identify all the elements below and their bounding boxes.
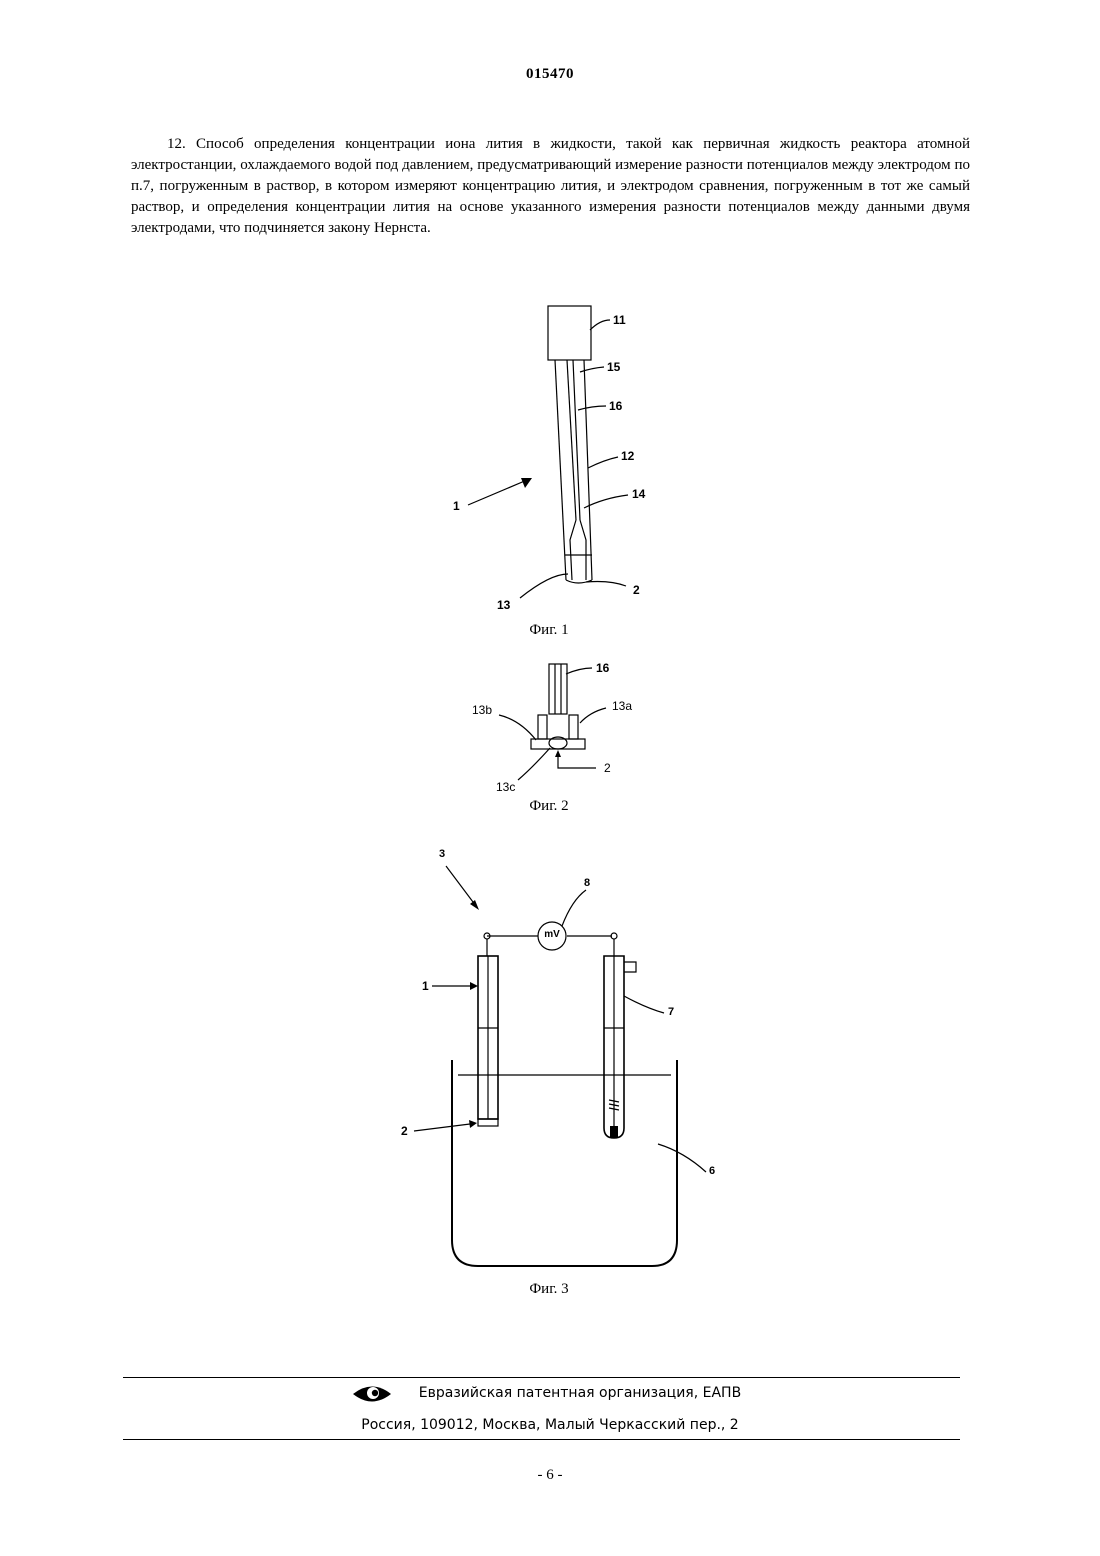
- fig1-leader-13: [520, 574, 568, 598]
- fig3-electrode-1: [478, 956, 498, 1119]
- figure-2-caption: Фиг. 2: [449, 798, 649, 815]
- fig3-electrode-1-tip-2: [478, 1119, 498, 1126]
- fig2-base: [531, 739, 585, 749]
- fig3-arrow-1-head: [470, 982, 478, 990]
- fig2-arrow-2-head: [555, 750, 561, 757]
- fig3-terminal-left: [484, 933, 490, 939]
- footer-organization: Евразийская патентная организация, ЕАПВ: [0, 1385, 1100, 1401]
- fig2-label-13b: 13b: [472, 703, 492, 717]
- fig2-leader-13b: [499, 715, 536, 740]
- fig1-label-11: 11: [613, 313, 626, 327]
- fig1-part-11-head: [548, 306, 591, 360]
- claim-12-text: 12. Способ определения концентрации иона…: [131, 134, 970, 239]
- fig2-leader-13a: [580, 708, 606, 723]
- fig1-leader-16: [578, 406, 606, 410]
- fig1-label-1: 1: [453, 499, 460, 513]
- fig2-label-13a: 13a: [612, 699, 632, 713]
- fig1-leader-14: [584, 495, 628, 508]
- fig3-ref-electrode-coil: [609, 1100, 619, 1110]
- fig1-tip-13: [566, 580, 592, 583]
- fig3-label-3: 3: [439, 848, 445, 860]
- fig3-arrow-3-shaft: [446, 866, 476, 906]
- figure-1-caption: Фиг. 1: [449, 622, 649, 639]
- fig1-tube-left-edge: [555, 360, 566, 580]
- fig1-leader-15: [580, 367, 604, 372]
- fig3-label-6: 6: [709, 1165, 715, 1177]
- fig3-label-2: 2: [401, 1124, 408, 1138]
- fig1-arrow-1-head: [521, 478, 532, 488]
- fig1-inner-wire-left: [567, 360, 576, 520]
- fig3-arrow-2-head: [469, 1120, 477, 1128]
- fig1-leader-2: [586, 582, 626, 587]
- fig3-arrow-3-head: [470, 900, 479, 910]
- figure-3-caption: Фиг. 3: [449, 1281, 649, 1298]
- fig2-leader-16: [566, 668, 592, 674]
- fig1-label-14: 14: [632, 487, 645, 501]
- fig1-label-13: 13: [497, 598, 510, 612]
- fig2-part-13c-bead: [549, 737, 567, 749]
- fig3-ref-electrode-junction: [610, 1126, 618, 1138]
- fig3-ref-electrode-side-port: [624, 962, 636, 972]
- fig2-label-13c: 13c: [496, 780, 515, 794]
- fig3-label-1: 1: [422, 979, 429, 993]
- fig3-label-8: 8: [584, 877, 590, 889]
- document-number: 015470: [0, 66, 1100, 83]
- fig2-wire-16: [549, 664, 567, 714]
- fig2-label-16: 16: [596, 661, 609, 675]
- fig2-label-2: 2: [604, 761, 611, 775]
- fig1-taper-14: [570, 520, 586, 580]
- fig3-terminal-right: [611, 933, 617, 939]
- fig3-meter-label: mV: [542, 929, 562, 940]
- footer-bottom-rule: [123, 1439, 960, 1440]
- fig1-label-12: 12: [621, 449, 634, 463]
- fig1-leader-11: [590, 320, 610, 330]
- fig3-reference-electrode-7: [604, 956, 624, 1138]
- fig1-tube-right-edge: [584, 360, 592, 580]
- fig2-leader-13c: [518, 748, 550, 780]
- footer-address: Россия, 109012, Москва, Малый Черкасский…: [0, 1417, 1100, 1433]
- fig3-label-7: 7: [668, 1006, 674, 1018]
- fig1-label-15: 15: [607, 360, 620, 374]
- fig3-leader-6: [658, 1144, 706, 1172]
- fig1-arrow-1-shaft: [468, 480, 527, 505]
- fig1-leader-12: [588, 457, 618, 468]
- fig1-label-2: 2: [633, 583, 640, 597]
- fig2-part-13a: [569, 715, 578, 739]
- fig3-leader-7: [624, 996, 664, 1013]
- fig2-leader-2: [558, 754, 596, 768]
- fig2-part-13b: [538, 715, 547, 739]
- fig1-inner-wire-right: [573, 360, 580, 520]
- fig3-leader-8: [562, 890, 586, 926]
- footer-top-rule: [123, 1377, 960, 1378]
- page-number: - 6 -: [0, 1467, 1100, 1484]
- fig1-label-16: 16: [609, 399, 622, 413]
- fig3-vessel-6: [452, 1060, 677, 1266]
- fig3-arrow-2-shaft: [414, 1124, 470, 1131]
